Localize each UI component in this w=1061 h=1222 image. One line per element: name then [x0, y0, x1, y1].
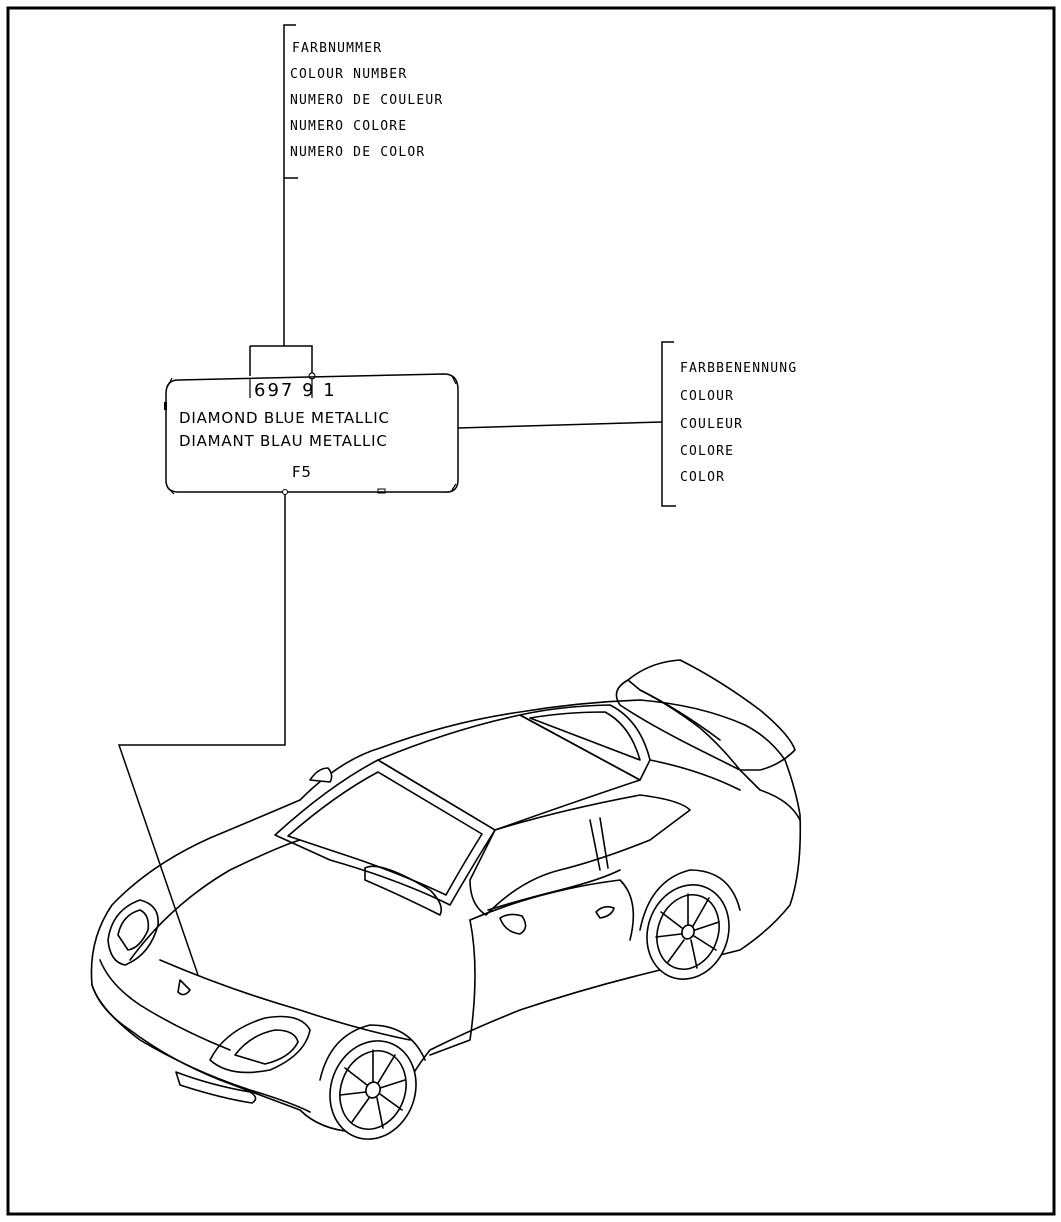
plate-paint-code: F5 — [292, 463, 312, 481]
colour-number-callout: FARBNUMMER COLOUR NUMBER NUMERO DE COULE… — [249, 24, 443, 380]
colour-name-label-it: COLORE — [680, 444, 734, 459]
colour-number-label-de: FARBNUMMER — [292, 41, 382, 56]
plate-colour-name-en: DIAMOND BLUE METALLIC — [179, 409, 390, 427]
colour-name-label-es: COLOR — [680, 470, 725, 485]
colour-number-label-en: COLOUR NUMBER — [290, 67, 407, 82]
plate-colour-number: 697 9 1 — [254, 380, 337, 401]
colour-name-callout: FARBBENENNUNG COLOUR COULEUR COLORE COLO… — [457, 341, 797, 507]
colour-name-label-fr: COULEUR — [680, 417, 743, 432]
page-border — [6, 6, 1056, 1216]
car-illustration-icon — [90, 659, 802, 1140]
colour-name-label-de: FARBBENENNUNG — [680, 361, 797, 376]
colour-plate: 697 9 1 DIAMOND BLUE METALLIC DIAMANT BL… — [164, 373, 459, 495]
colour-name-label-en: COLOUR — [680, 389, 734, 404]
plate-to-car-leader — [117, 494, 286, 976]
colour-number-label-it: NUMERO COLORE — [290, 119, 407, 134]
colour-number-label-es: NUMERO DE COLOR — [290, 145, 425, 160]
plate-colour-name-de: DIAMANT BLAU METALLIC — [179, 432, 388, 450]
colour-number-label-fr: NUMERO DE COULEUR — [290, 93, 443, 108]
